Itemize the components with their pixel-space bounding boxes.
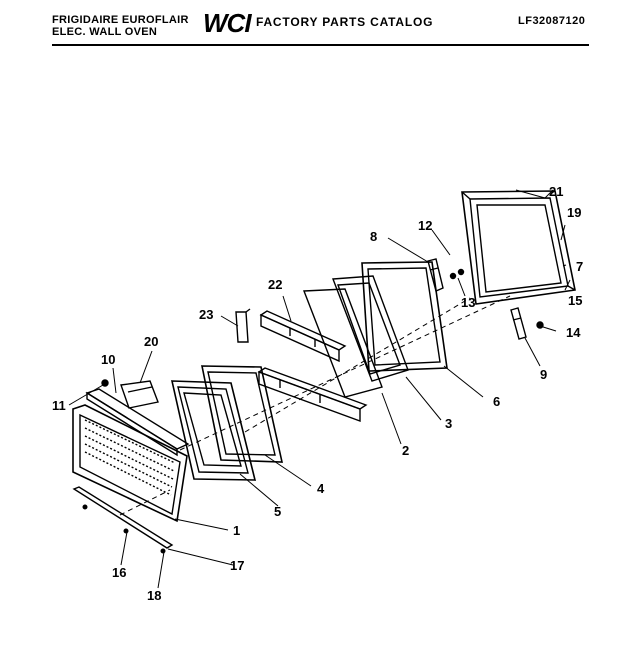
door-gasket bbox=[170, 380, 257, 481]
brand-line-1: FRIGIDAIRE EUROFLAIR bbox=[52, 14, 189, 26]
label-part-16: 16 bbox=[112, 565, 126, 580]
label-part-3: 3 bbox=[445, 416, 452, 431]
inner-glass-frame bbox=[361, 261, 448, 372]
perforated-panel-3 bbox=[332, 275, 409, 382]
catalog-title: FACTORY PARTS CATALOG bbox=[256, 15, 434, 29]
label-part-1: 1 bbox=[233, 523, 240, 538]
label-part-17: 17 bbox=[230, 558, 244, 573]
label-part-4: 4 bbox=[317, 481, 325, 496]
label-part-2: 2 bbox=[402, 443, 409, 458]
label-part-9: 9 bbox=[540, 367, 547, 382]
outer-door-panel bbox=[72, 404, 188, 523]
header-rule bbox=[52, 44, 589, 46]
outer-door-frame bbox=[461, 190, 576, 305]
label-part-11: 11 bbox=[52, 398, 66, 413]
label-part-7: 7 bbox=[576, 259, 583, 274]
label-part-19: 19 bbox=[567, 205, 581, 220]
spacer-block bbox=[235, 308, 251, 343]
label-part-5: 5 bbox=[274, 504, 281, 519]
brand-block: FRIGIDAIRE EUROFLAIR ELEC. WALL OVEN bbox=[52, 14, 189, 38]
top-trim bbox=[85, 388, 190, 457]
bottom-trim bbox=[72, 486, 174, 554]
assembly-lines bbox=[119, 295, 511, 516]
perforated-panel-2 bbox=[302, 288, 383, 398]
wci-logo: WCI bbox=[203, 8, 252, 38]
label-part-13: 13 bbox=[461, 295, 475, 310]
label-part-12: 12 bbox=[418, 218, 432, 233]
leader-lines bbox=[68, 189, 571, 589]
label-part-21: 21 bbox=[549, 184, 563, 199]
bottom-channel bbox=[257, 367, 368, 423]
door-liner bbox=[201, 365, 284, 463]
label-part-15: 15 bbox=[568, 293, 582, 308]
label-part-22: 22 bbox=[268, 277, 282, 292]
label-part-6: 6 bbox=[493, 394, 500, 409]
label-part-8: 8 bbox=[370, 229, 377, 244]
brand-line-2: ELEC. WALL OVEN bbox=[52, 26, 158, 38]
hinge-right bbox=[510, 307, 544, 340]
label-part-10: 10 bbox=[101, 352, 115, 367]
top-channel bbox=[259, 310, 347, 363]
label-part-18: 18 bbox=[147, 588, 161, 603]
hinge-left bbox=[427, 258, 465, 292]
model-number: LF32087120 bbox=[518, 15, 586, 27]
label-part-20: 20 bbox=[144, 334, 158, 349]
label-part-23: 23 bbox=[199, 307, 213, 322]
part-labels: 1 2 3 4 5 6 7 8 9 10 11 12 13 14 15 16 1… bbox=[52, 184, 583, 603]
screw-11 bbox=[101, 379, 109, 387]
handle-bracket bbox=[120, 380, 159, 409]
label-part-14: 14 bbox=[566, 325, 581, 340]
